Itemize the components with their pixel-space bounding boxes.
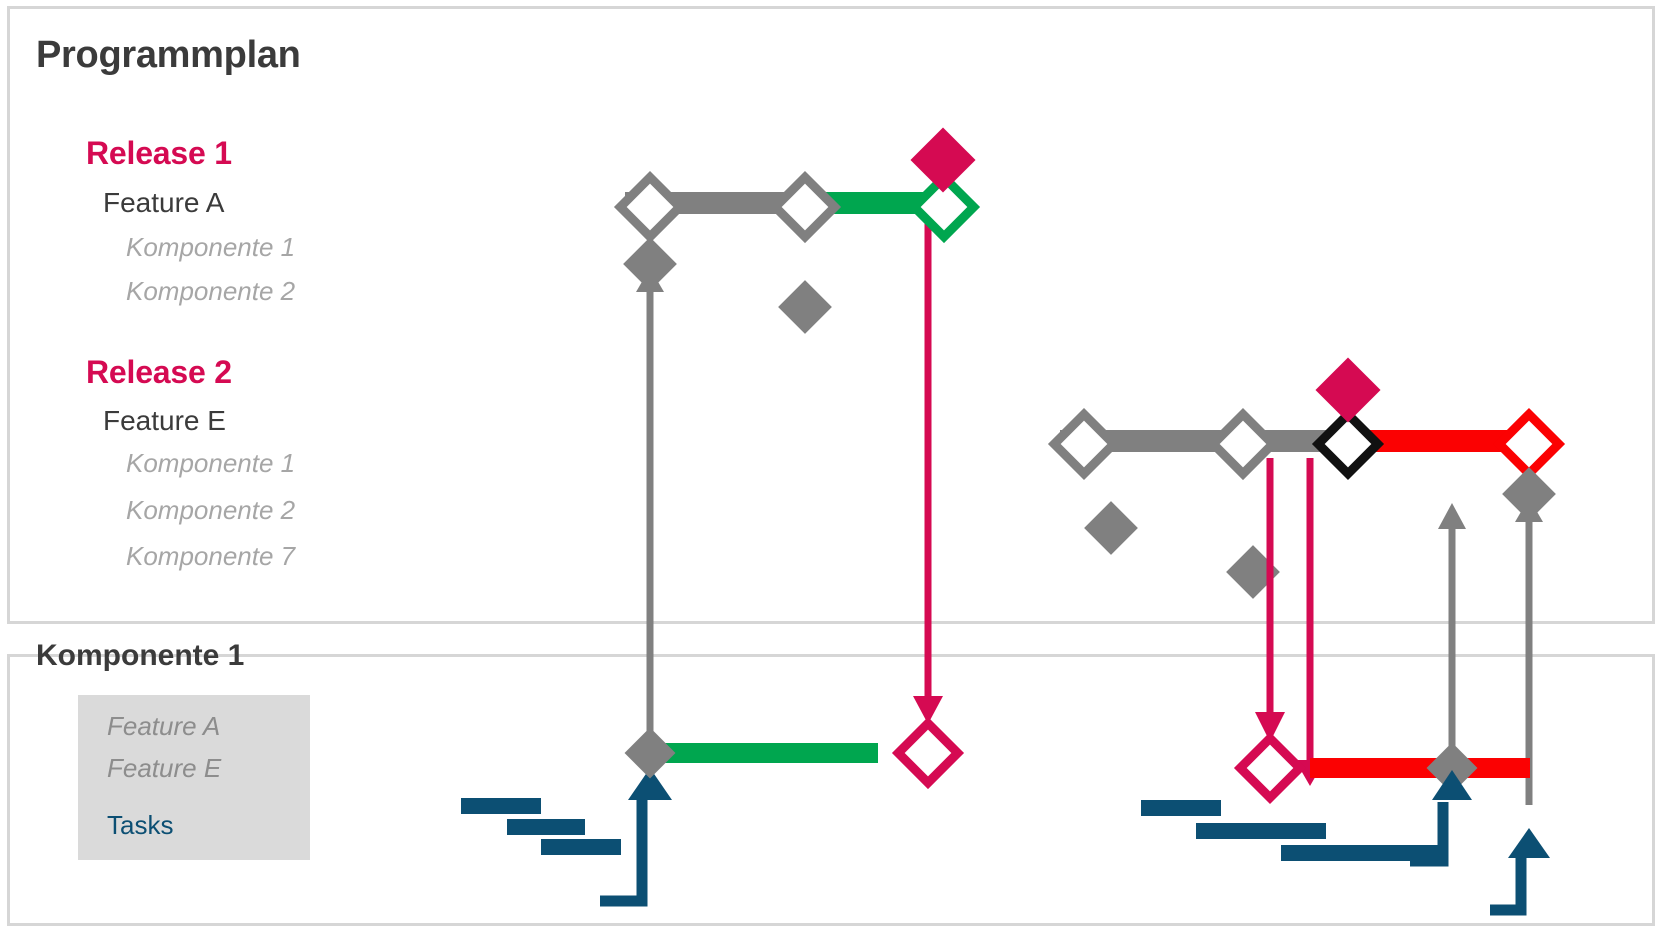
task-bar-right-1 bbox=[1141, 800, 1221, 816]
marker-release2-komponente-7 bbox=[1502, 467, 1556, 521]
milestone-feature-a-start bbox=[613, 170, 687, 244]
milestone-feature-a-end bbox=[907, 170, 981, 244]
milestone-komp1-feature-e-end bbox=[1426, 742, 1478, 794]
connector-arrow-release1-down-to-komp1 bbox=[913, 222, 943, 724]
milestone-komp1-feature-a-end bbox=[891, 716, 965, 790]
bar-komp1-feature-a-green bbox=[650, 743, 878, 763]
marker-release2 bbox=[1315, 357, 1381, 423]
bar-komp1-feature-e-red bbox=[1310, 758, 1530, 778]
lane-komponente1-feature-e bbox=[1141, 731, 1530, 861]
task-bar-right-2 bbox=[1196, 823, 1326, 839]
milestone-feature-e-start bbox=[1047, 407, 1121, 481]
milestone-feature-e-end bbox=[1492, 407, 1566, 481]
bar-feature-e-red bbox=[1348, 430, 1530, 452]
task-bar-left-3 bbox=[541, 839, 621, 855]
milestone-feature-e-mid bbox=[1206, 407, 1280, 481]
connector-arrow-komp1-up-to-release1 bbox=[636, 268, 664, 745]
marker-release2-komponente-1 bbox=[1084, 501, 1138, 555]
task-bar-left-2 bbox=[507, 819, 585, 835]
milestone-feature-e-critical bbox=[1311, 407, 1385, 481]
milestone-komp1-feature-e-start bbox=[1233, 731, 1307, 805]
program-plan-panel bbox=[7, 6, 1655, 624]
connector-task3-elbow-left bbox=[600, 768, 672, 907]
marker-release1 bbox=[910, 127, 976, 193]
milestone-komp1-feature-a-start bbox=[624, 727, 676, 779]
marker-release1-komponente-2 bbox=[778, 280, 832, 334]
lane-release1-feature-a bbox=[613, 127, 981, 334]
lane-komponente1-feature-a bbox=[461, 716, 965, 855]
marker-release2-komponente-2 bbox=[1226, 545, 1280, 599]
milestone-feature-a-mid bbox=[768, 170, 842, 244]
task-bar-left-1 bbox=[461, 798, 541, 814]
marker-release1-komponente-1 bbox=[623, 237, 677, 291]
connector-arrow-release2-down-to-komp1 bbox=[1295, 458, 1325, 786]
task-bar-right-3 bbox=[1281, 845, 1447, 861]
connector-task3-elbow-right bbox=[1490, 828, 1550, 916]
component-legend-box bbox=[78, 695, 310, 860]
